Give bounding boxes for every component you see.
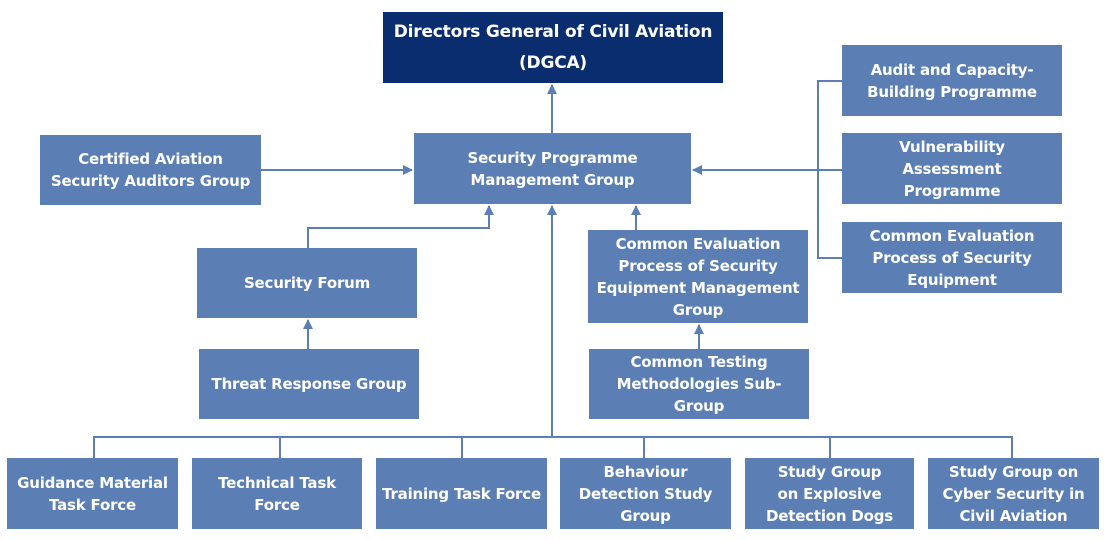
node-label: Security Forum: [243, 274, 371, 292]
node-study-group-cyber-security: Study Group on Cyber Security in Civil A…: [928, 458, 1099, 529]
node-security-programme-management-group: Security Programme Management Group: [414, 133, 691, 204]
node-behaviour-detection-study-group: Behaviour Detection Study Group: [560, 458, 731, 529]
node-label: Common Evaluation Process of Security Eq…: [596, 234, 800, 319]
node-dgca-label: Directors General of Civil Aviation (DGC…: [393, 21, 713, 73]
node-common-testing-methodologies: Common Testing Methodologies Sub- Group: [589, 349, 809, 419]
edge-bottom-bus: [93, 436, 1013, 458]
node-label: Threat Response Group: [211, 375, 407, 393]
node-security-forum: Security Forum: [197, 248, 417, 318]
node-dgca: Directors General of Civil Aviation (DGC…: [383, 12, 723, 83]
node-label: Training Task Force: [382, 484, 541, 503]
node-study-group-explosive-detection-dogs: Study Group on Explosive Detection Dogs: [745, 458, 914, 529]
node-technical-task-force: Technical Task Force: [192, 458, 362, 529]
node-guidance-material-task-force: Guidance Material Task Force: [7, 458, 178, 529]
node-label: Behaviour Detection Study Group: [578, 462, 713, 525]
node-label: Certified Aviation Security Auditors Gro…: [50, 150, 251, 190]
node-vulnerability-assessment: Vulnerability Assessment Programme: [842, 133, 1062, 204]
node-certified-aviation-security-auditors-group: Certified Aviation Security Auditors Gro…: [40, 135, 261, 205]
node-label: Technical Task Force: [218, 473, 336, 514]
node-common-evaluation-process: Common Evaluation Process of Security Eq…: [842, 222, 1062, 293]
node-label: Security Programme Management Group: [467, 148, 638, 189]
node-label: Common Evaluation Process of Security Eq…: [869, 226, 1035, 289]
node-label: Guidance Material Task Force: [17, 473, 168, 514]
node-audit-capacity-building: Audit and Capacity- Building Programme: [842, 45, 1062, 116]
node-cepse-management-group: Common Evaluation Process of Security Eq…: [588, 230, 808, 323]
node-label: Study Group on Cyber Security in Civil A…: [942, 462, 1085, 525]
node-threat-response-group: Threat Response Group: [199, 349, 419, 419]
node-label: Study Group on Explosive Detection Dogs: [766, 462, 893, 525]
node-label: Common Testing Methodologies Sub- Group: [616, 353, 782, 415]
node-label: Vulnerability Assessment Programme: [899, 137, 1005, 200]
edge-forum-spmg: [307, 205, 494, 248]
node-training-task-force: Training Task Force: [376, 458, 547, 529]
node-label: Audit and Capacity- Building Programme: [867, 60, 1037, 101]
